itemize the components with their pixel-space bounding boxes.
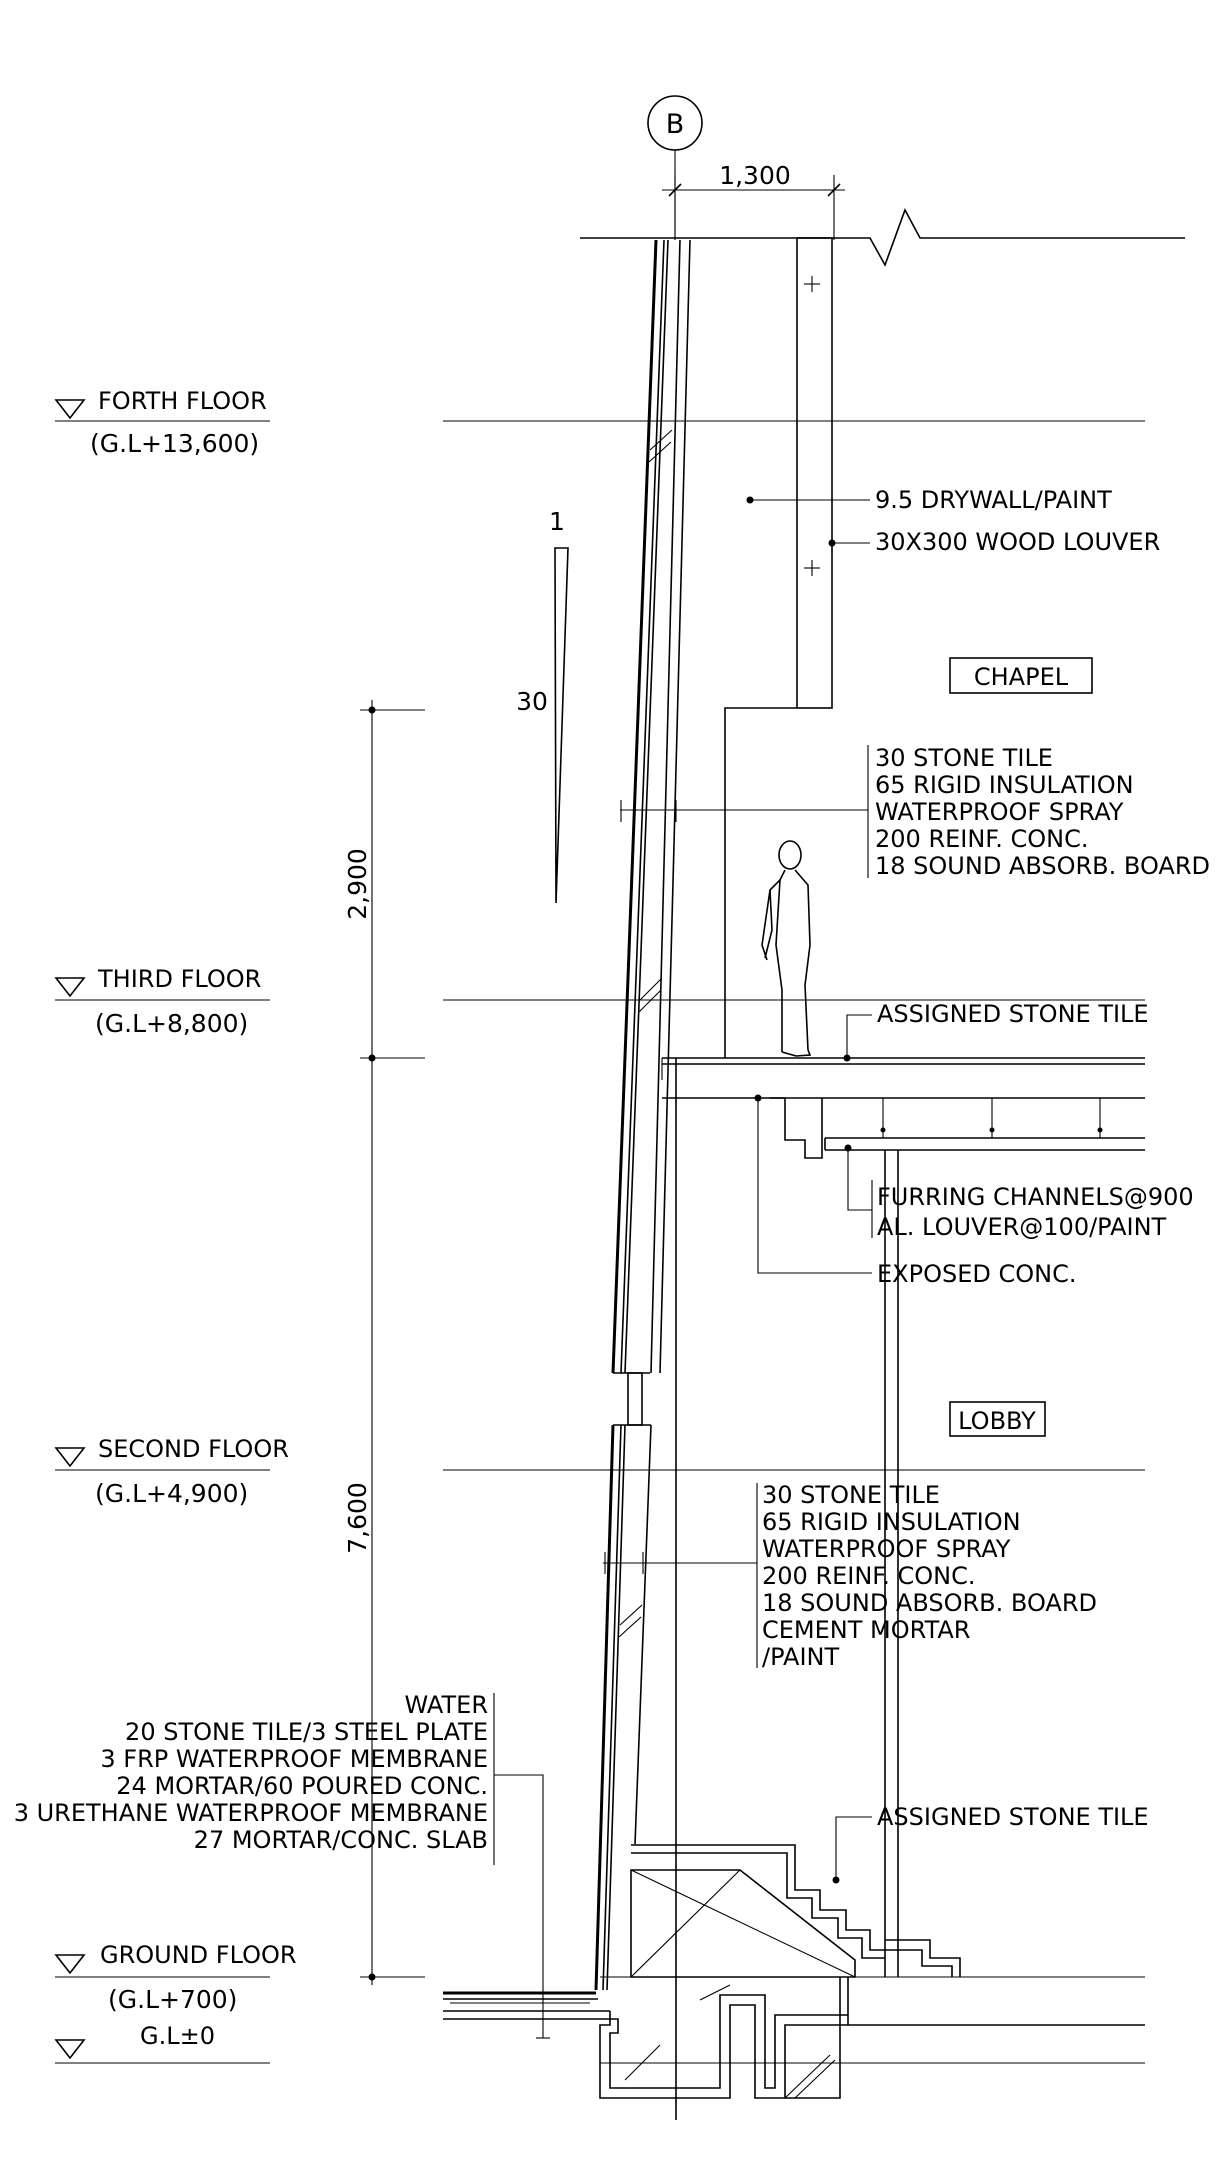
level-gl-name: G.L±0 xyxy=(140,2022,215,2050)
vertical-dimension: 2,900 7,600 xyxy=(343,700,425,1985)
human-figure-icon xyxy=(761,840,812,1057)
wood-louver-label: 30X300 WOOD LOUVER xyxy=(875,528,1160,556)
top-width: 1,300 xyxy=(719,161,791,190)
slope-run: 30 xyxy=(516,687,548,716)
assigned-tile-lower-label: ASSIGNED STONE TILE xyxy=(877,1803,1149,1831)
lobby-label: LOBBY xyxy=(958,1407,1036,1435)
foundation xyxy=(443,1977,1145,2099)
level-forth-name: FORTH FLOOR xyxy=(98,387,267,415)
upper-wall-3: WATERPROOF SPRAY xyxy=(875,798,1124,826)
level-second-name: SECOND FLOOR xyxy=(98,1435,289,1463)
note-drywall: 9.5 DRYWALL/PAINT xyxy=(746,486,1112,514)
louver-column xyxy=(796,237,833,709)
level-ground-elev: (G.L+700) xyxy=(108,1985,237,2014)
slope-rise: 1 xyxy=(549,507,565,536)
grid-label: B xyxy=(666,109,685,140)
room-lobby: LOBBY xyxy=(949,1401,1046,1437)
ground-6: 27 MORTAR/CONC. SLAB xyxy=(194,1826,488,1854)
exposed-conc-label: EXPOSED CONC. xyxy=(877,1260,1076,1288)
grid-bubble: B xyxy=(647,95,703,151)
assigned-tile-upper-label: ASSIGNED STONE TILE xyxy=(877,1000,1149,1028)
top-dimension: 1,300 xyxy=(662,161,845,240)
top-break-line xyxy=(580,208,1185,267)
ground-3: 3 FRP WATERPROOF MEMBRANE xyxy=(100,1745,488,1773)
level-third-name: THIRD FLOOR xyxy=(97,965,261,993)
sloped-curtain-wall xyxy=(594,239,691,1991)
ground-5: 3 URETHANE WATERPROOF MEMBRANE xyxy=(14,1799,488,1827)
ceiling-1: FURRING CHANNELS@900 xyxy=(877,1183,1194,1211)
upper-wall-1: 30 STONE TILE xyxy=(875,744,1053,772)
note-wood-louver: 30X300 WOOD LOUVER xyxy=(828,528,1160,556)
third-floor-slab xyxy=(662,1057,1145,1159)
lower-wall-6: CEMENT MORTAR xyxy=(762,1616,970,1644)
drywall-label: 9.5 DRYWALL/PAINT xyxy=(875,486,1112,514)
note-exposed-conc: EXPOSED CONC. xyxy=(754,1094,1076,1288)
level-third: THIRD FLOOR (G.L+8,800) xyxy=(54,965,270,1038)
chapel-wall xyxy=(724,707,797,1058)
note-assigned-tile-upper: ASSIGNED STONE TILE xyxy=(843,1000,1149,1062)
room-chapel: CHAPEL xyxy=(949,657,1093,694)
lower-wall-1: 30 STONE TILE xyxy=(762,1481,940,1509)
lower-wall-7: /PAINT xyxy=(762,1643,839,1671)
note-assigned-tile-lower: ASSIGNED STONE TILE xyxy=(832,1803,1149,1884)
upper-wall-4: 200 REINF. CONC. xyxy=(875,825,1089,853)
note-upper-wall: 30 STONE TILE 65 RIGID INSULATION WATERP… xyxy=(620,744,1210,880)
level-gl: G.L±0 xyxy=(54,2022,270,2064)
note-ground: WATER 20 STONE TILE/3 STEEL PLATE 3 FRP … xyxy=(14,1691,550,2039)
lower-wall-3: WATERPROOF SPRAY xyxy=(762,1535,1011,1563)
ground-4: 24 MORTAR/60 POURED CONC. xyxy=(116,1772,488,1800)
level-forth-elev: (G.L+13,600) xyxy=(90,429,259,458)
level-forth: FORTH FLOOR (G.L+13,600) xyxy=(54,387,270,458)
dim-lower: 7,600 xyxy=(343,1482,372,1554)
chapel-label: CHAPEL xyxy=(974,663,1069,691)
note-lower-wall: 30 STONE TILE 65 RIGID INSULATION WATERP… xyxy=(603,1481,1097,1671)
upper-wall-2: 65 RIGID INSULATION xyxy=(875,771,1134,799)
note-ceiling: FURRING CHANNELS@900 AL. LOUVER@100/PAIN… xyxy=(844,1144,1194,1241)
lobby-column xyxy=(884,1150,899,1977)
level-second-elev: (G.L+4,900) xyxy=(95,1479,248,1508)
floor-lines xyxy=(443,420,1145,2064)
ground-1: WATER xyxy=(405,1691,488,1719)
lower-wall-2: 65 RIGID INSULATION xyxy=(762,1508,1021,1536)
level-second: SECOND FLOOR (G.L+4,900) xyxy=(54,1435,289,1508)
lower-wall-4: 200 REINF. CONC. xyxy=(762,1562,976,1590)
ground-2: 20 STONE TILE/3 STEEL PLATE xyxy=(125,1718,488,1746)
level-ground-name: GROUND FLOOR xyxy=(100,1941,297,1969)
slope-indicator: 1 30 xyxy=(516,507,569,904)
level-third-elev: (G.L+8,800) xyxy=(95,1009,248,1038)
upper-wall-5: 18 SOUND ABSORB. BOARD xyxy=(875,852,1210,880)
ceiling-2: AL. LOUVER@100/PAINT xyxy=(877,1213,1167,1241)
level-ground: GROUND FLOOR (G.L+700) xyxy=(54,1941,297,2014)
dim-upper: 2,900 xyxy=(343,848,372,920)
lower-wall-5: 18 SOUND ABSORB. BOARD xyxy=(762,1589,1097,1617)
ground-planter xyxy=(630,1844,961,1978)
